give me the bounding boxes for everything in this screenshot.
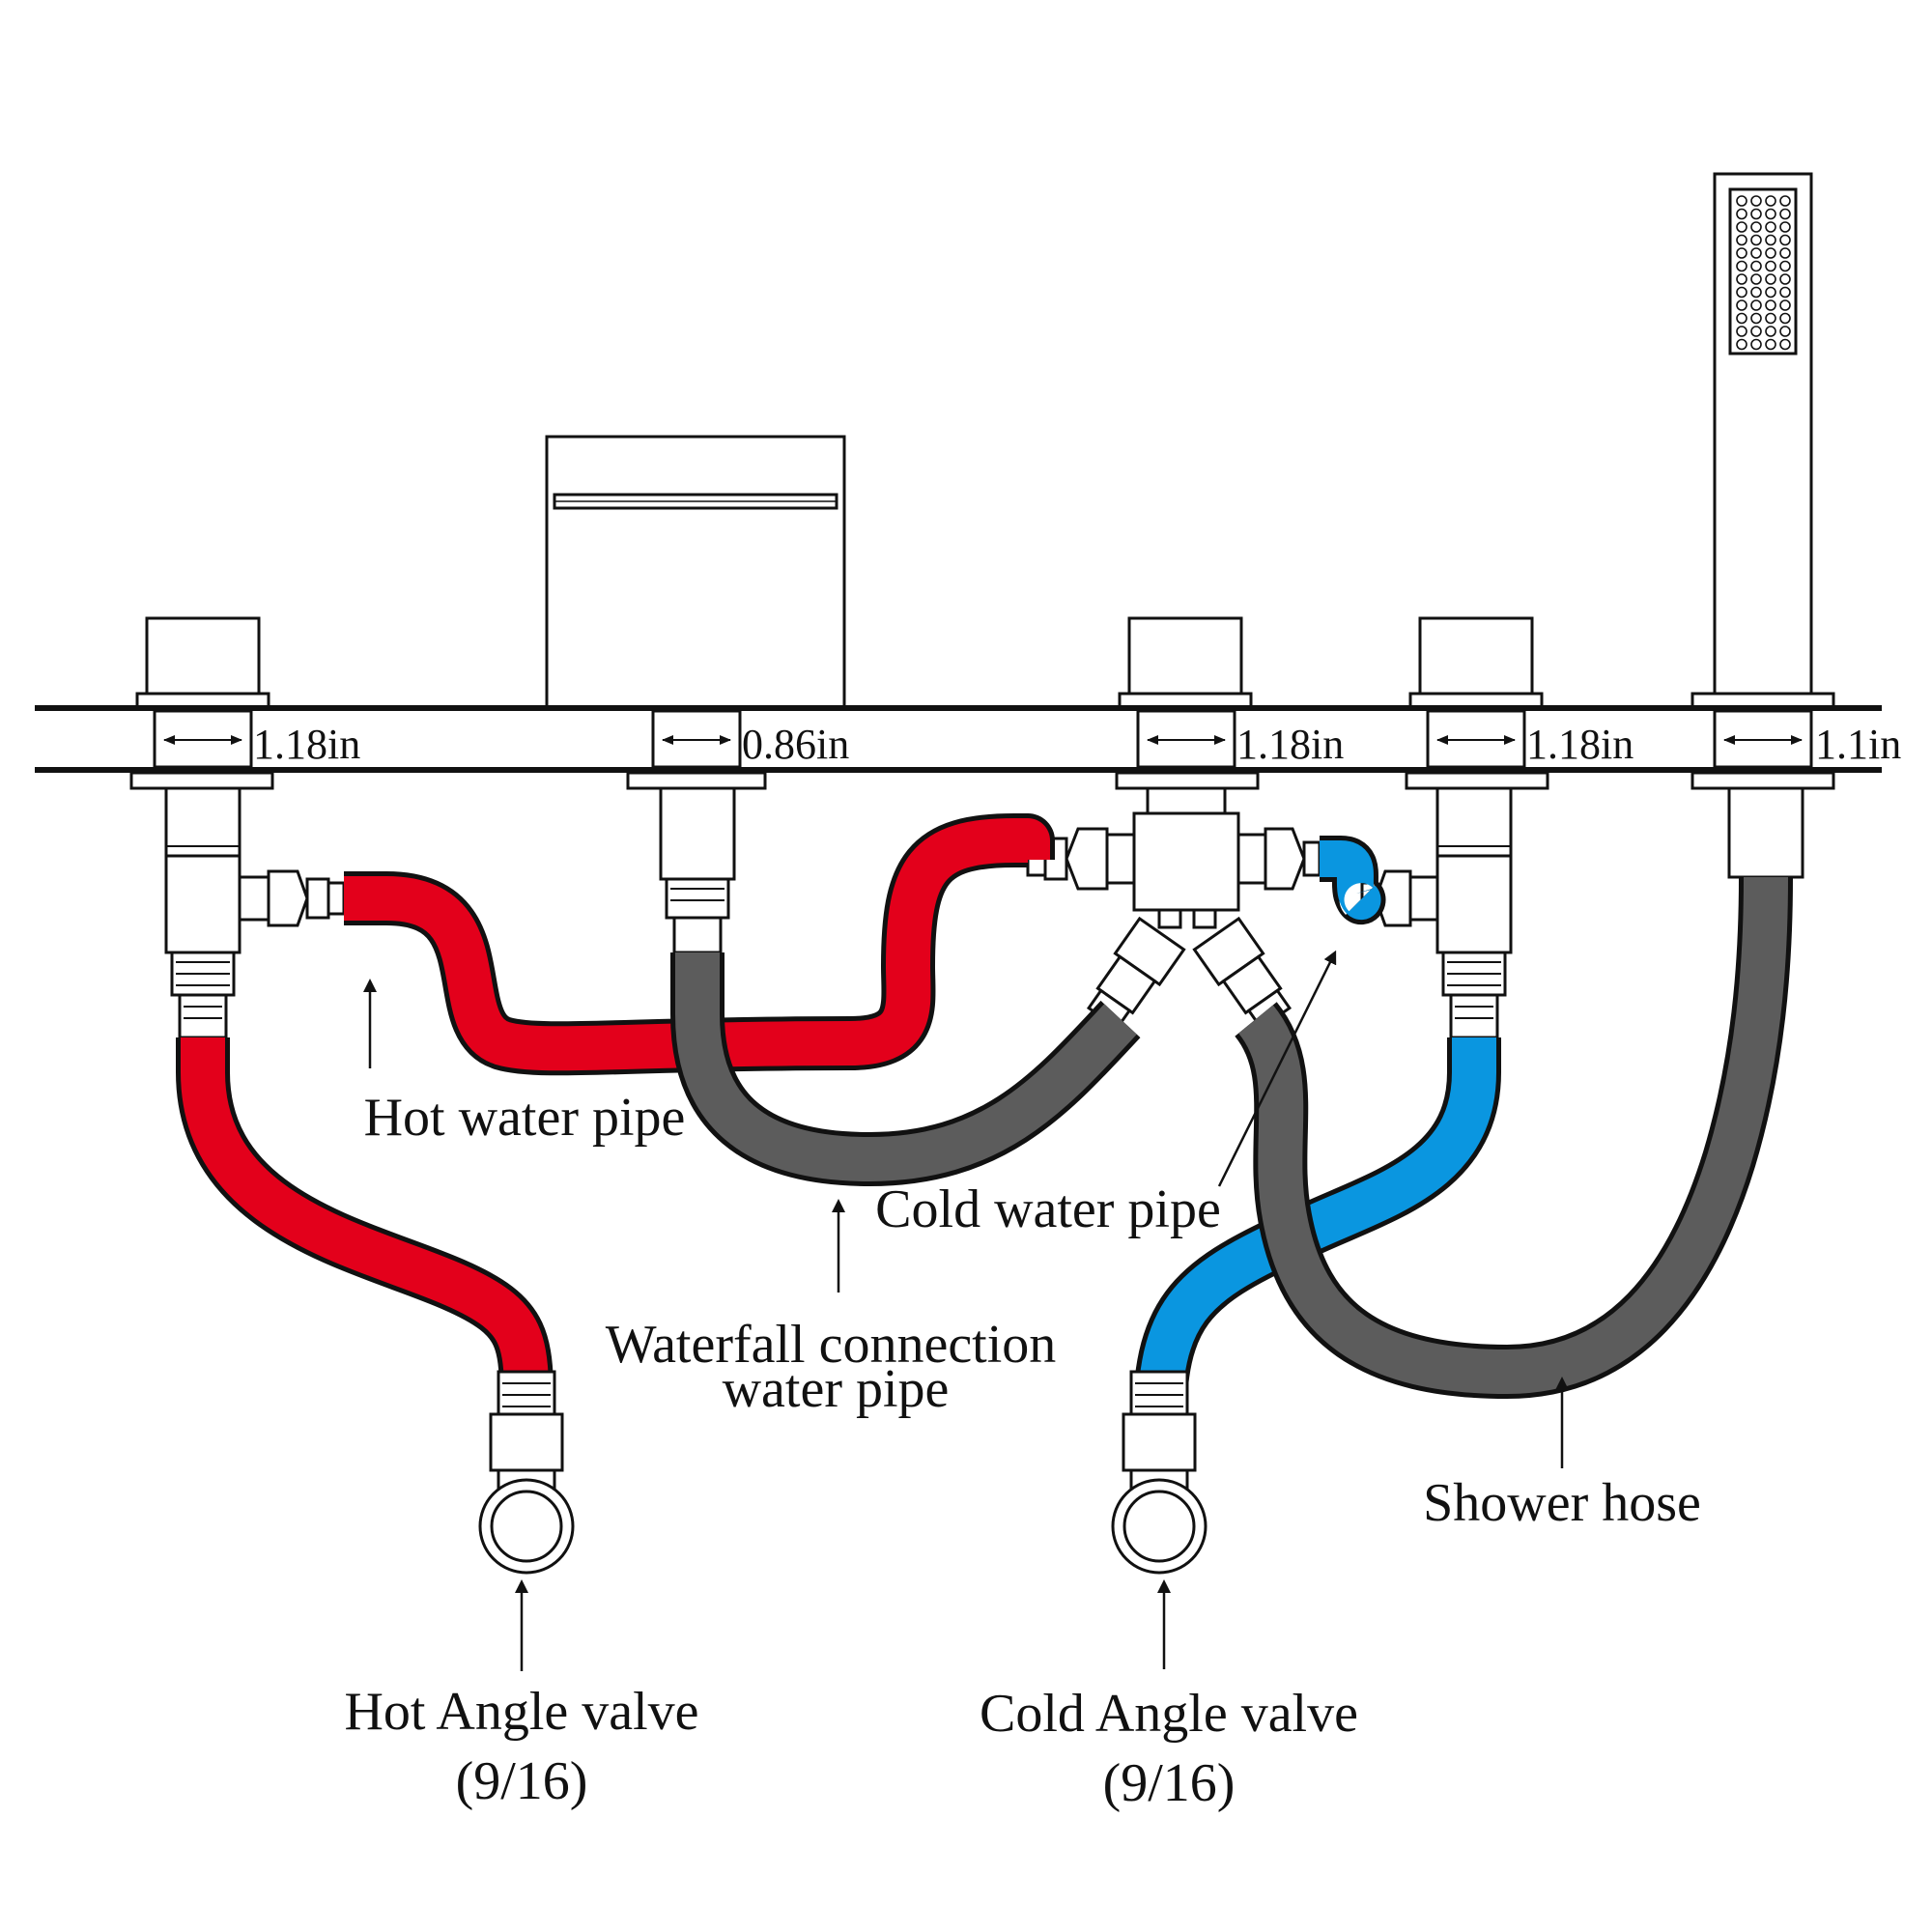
shower-nozzle (1779, 221, 1791, 233)
label-shower-hose: Shower hose (1423, 1473, 1701, 1533)
shower-nozzle (1736, 221, 1747, 233)
shower-nozzle (1779, 338, 1791, 351)
dimension-label-shower: 1.1in (1815, 721, 1901, 768)
diverter-handle-icon (1118, 616, 1253, 709)
shower-nozzle (1779, 195, 1791, 207)
shower-nozzle (1765, 312, 1776, 325)
shower-nozzle (1779, 234, 1791, 246)
label-hot-angle-size: (9/16) (456, 1751, 588, 1811)
shower-nozzle (1750, 286, 1762, 298)
shower-nozzle (1736, 286, 1747, 298)
shower-nozzle (1736, 234, 1747, 246)
shower-nozzle (1750, 273, 1762, 285)
shower-nozzle (1765, 195, 1776, 207)
spout-shank (659, 786, 736, 954)
shower-nozzle (1736, 338, 1747, 351)
hot-valve-body (164, 786, 346, 1039)
callout-arrows (363, 950, 1569, 1671)
hoses (176, 813, 1793, 1457)
shower-nozzle (1736, 208, 1747, 220)
label-waterfall-line1: Waterfall connection (606, 1315, 1057, 1375)
shower-nozzle (1765, 260, 1776, 272)
tub-deck (35, 705, 1882, 773)
deck-hole-collars (129, 709, 1835, 790)
shower-nozzle (1750, 260, 1762, 272)
shower-nozzle (1765, 299, 1776, 311)
shower-nozzle (1750, 299, 1762, 311)
shower-nozzle (1736, 247, 1747, 259)
shower-nozzle (1779, 299, 1791, 311)
shower-nozzle (1779, 260, 1791, 272)
shower-nozzle (1750, 247, 1762, 259)
shower-nozzle (1765, 286, 1776, 298)
shower-nozzle (1765, 326, 1776, 337)
shower-nozzle (1765, 221, 1776, 233)
shower-nozzle (1750, 221, 1762, 233)
shower-nozzle (1779, 312, 1791, 325)
shower-nozzle (1750, 312, 1762, 325)
shower-nozzle (1765, 234, 1776, 246)
shower-nozzle (1779, 326, 1791, 337)
diverter-valve-body (1026, 786, 1321, 1031)
handheld-shower-icon (1690, 172, 1835, 711)
shower-nozzle (1750, 208, 1762, 220)
shower-nozzle-grid (1736, 195, 1791, 351)
cold-angle-valve-icon (1111, 1370, 1208, 1575)
shower-nozzle (1736, 260, 1747, 272)
label-cold-angle-size: (9/16) (1103, 1753, 1236, 1813)
waterfall-spout-icon (545, 435, 846, 709)
shower-nozzle (1736, 273, 1747, 285)
shower-nozzle (1736, 195, 1747, 207)
shower-nozzle (1765, 247, 1776, 259)
shower-nozzle (1779, 286, 1791, 298)
shower-nozzle (1750, 195, 1762, 207)
shower-nozzle (1736, 326, 1747, 337)
hot-angle-valve-icon (478, 1370, 575, 1575)
shower-nozzle (1765, 208, 1776, 220)
shower-nozzle (1765, 338, 1776, 351)
dimension-label-hot-handle: 1.18in (253, 721, 360, 768)
label-waterfall-line2: water pipe (723, 1359, 950, 1419)
shower-nozzle (1736, 312, 1747, 325)
hot-handle-icon (135, 616, 270, 709)
dimension-label-spout: 0.86in (742, 721, 849, 768)
label-cold-angle-valve: Cold Angle valve (980, 1684, 1358, 1744)
label-cold-water-pipe: Cold water pipe (875, 1179, 1221, 1239)
shower-shank (1727, 786, 1804, 879)
shower-nozzle (1779, 273, 1791, 285)
shower-nozzle (1750, 234, 1762, 246)
shower-nozzle (1765, 273, 1776, 285)
shower-nozzle (1779, 208, 1791, 220)
label-hot-water-pipe: Hot water pipe (364, 1088, 686, 1148)
cold-valve-body (1360, 786, 1513, 1039)
label-hot-angle-valve: Hot Angle valve (344, 1682, 698, 1742)
shower-nozzle (1779, 247, 1791, 259)
dimension-label-cold-handle: 1.18in (1526, 721, 1634, 768)
shower-nozzle (1736, 299, 1747, 311)
cold-handle-icon (1408, 616, 1544, 709)
shower-nozzle (1750, 338, 1762, 351)
shower-nozzle (1750, 326, 1762, 337)
dimension-label-diverter: 1.18in (1236, 721, 1344, 768)
